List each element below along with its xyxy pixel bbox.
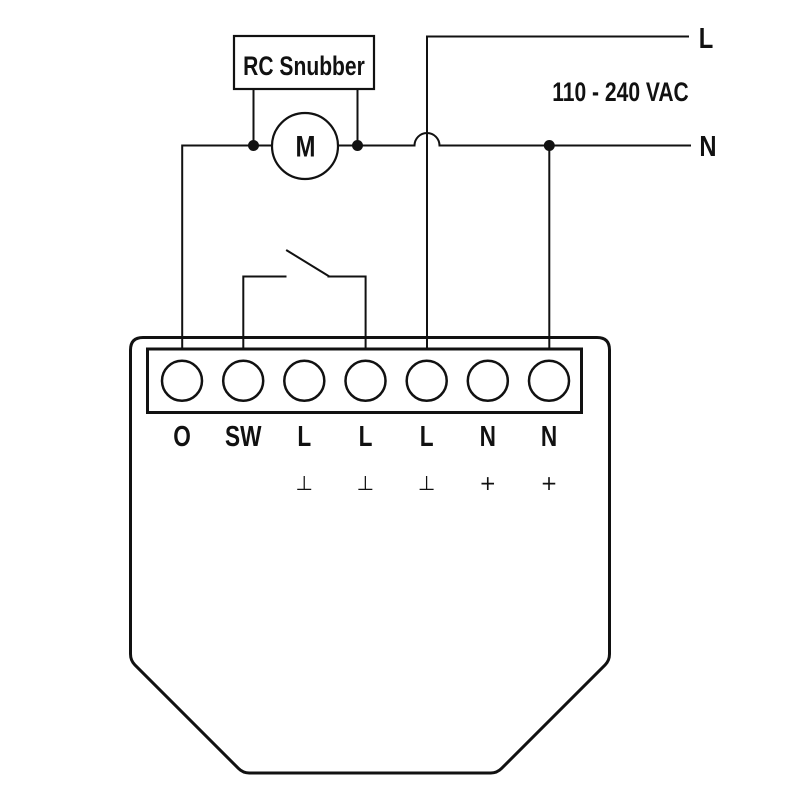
terminal-symbol: + xyxy=(541,471,558,495)
junction-dot xyxy=(543,140,555,151)
junction-dot xyxy=(352,140,363,151)
neutral-wire xyxy=(337,132,691,147)
device-outline xyxy=(129,336,611,775)
terminal-label: N xyxy=(480,419,496,452)
terminal-symbol: ⊥ xyxy=(357,471,374,495)
terminal-symbol: + xyxy=(479,471,496,495)
voltage-label: 110 - 240 VAC xyxy=(552,78,689,108)
motor-symbol xyxy=(270,111,340,181)
terminal-circle-l3 xyxy=(405,359,448,403)
line-wire xyxy=(426,35,689,350)
o-terminal-wire xyxy=(181,144,273,350)
terminal-label: L xyxy=(359,419,373,452)
terminal-symbols: ⊥ ⊥ ⊥ + + xyxy=(296,471,558,495)
line-label: L xyxy=(699,22,714,55)
junction-dot xyxy=(248,140,259,151)
supply-labels: L N 110 - 240 VAC xyxy=(552,22,716,163)
switch-left-wire xyxy=(242,275,287,350)
terminal-label: L xyxy=(297,419,311,452)
terminal-label: SW xyxy=(225,419,262,452)
terminal-circle-l2 xyxy=(344,359,387,403)
terminal-label: N xyxy=(541,419,557,452)
neutral-label: N xyxy=(699,130,716,163)
terminal-circle-n1 xyxy=(466,359,510,403)
device: O SW L L L N N ⊥ ⊥ ⊥ + + xyxy=(129,336,611,775)
terminal-labels: O SW L L L N N xyxy=(173,419,557,452)
terminal-symbol: ⊥ xyxy=(296,471,313,495)
rc-snubber-box xyxy=(232,34,376,91)
terminal-circle-sw xyxy=(221,359,265,403)
terminal-circle-o xyxy=(160,359,204,403)
wires xyxy=(181,35,691,350)
terminal-label: L xyxy=(420,419,434,452)
terminal-circle-l1 xyxy=(283,359,326,403)
rc-snubber-label: RC Snubber xyxy=(243,52,365,82)
terminal-symbol: ⊥ xyxy=(418,471,435,495)
switch-right-wire xyxy=(327,275,367,350)
components: RC Snubber M xyxy=(232,34,376,181)
terminal-label: O xyxy=(173,419,191,452)
switch-blade xyxy=(285,249,330,278)
motor-label: M xyxy=(296,129,316,163)
terminal-circle-n2 xyxy=(527,359,571,403)
